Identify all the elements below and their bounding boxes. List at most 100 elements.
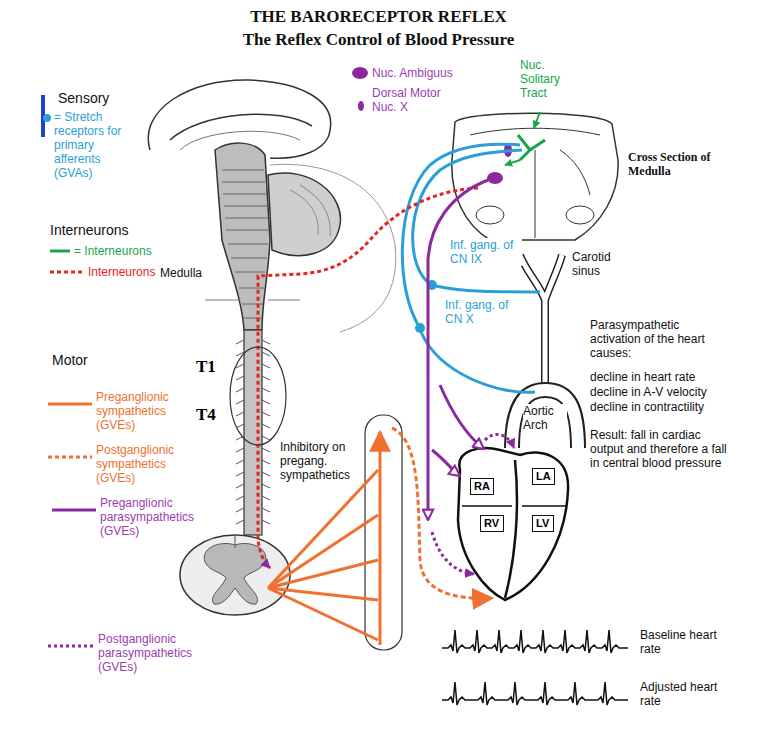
legend-text: = Interneurons (74, 244, 152, 258)
trace-label: Baseline heart rate (640, 628, 720, 656)
spinal-cord-section (235, 535, 236, 548)
structure-label: Medulla (160, 266, 202, 280)
sensory-nerves (421, 332, 535, 392)
brain-sagittal (268, 173, 340, 256)
nucleus-symbols (518, 135, 545, 160)
ecg-traces (442, 630, 628, 705)
pathway-note: Inhibitory on pregang. sympathetics (280, 440, 360, 482)
nucleus-symbols (505, 160, 520, 165)
nucleus-symbols (534, 112, 540, 128)
effect-item: decline in A-V velocity (590, 385, 707, 399)
medulla-section (452, 113, 618, 240)
spinal-cord-section (180, 535, 290, 615)
heart-chamber: LV (532, 515, 554, 532)
spinal-cord (236, 340, 270, 524)
sensory-nerves (402, 144, 540, 392)
sensory-nerves (436, 286, 540, 292)
heart-chamber: RA (470, 478, 494, 495)
chamber-label: RV (484, 517, 500, 530)
medulla-section (452, 113, 618, 240)
nucleus-label: Nuc. Solitary Tract (520, 58, 582, 100)
legend-samples (52, 509, 96, 512)
nucleus-symbols (352, 67, 368, 79)
parasympathetic-nerves (427, 380, 430, 520)
spinal-cord-section (204, 544, 266, 605)
parasympathetic-nerves (428, 180, 488, 380)
brain-sagittal (148, 80, 395, 332)
heart-chamber: RV (480, 515, 504, 532)
medulla-section (476, 206, 504, 224)
legend-samples (48, 403, 92, 406)
vessels (512, 390, 578, 450)
legend-text: Preganglionic sympathetics (GVEs) (96, 390, 188, 432)
brain-sagittal (205, 300, 300, 301)
chamber-label: LA (536, 470, 551, 483)
legend-samples (50, 271, 84, 274)
interneuron-path (258, 188, 478, 568)
ganglion-label: Inf. gang. of CN X (445, 298, 517, 326)
spinal-cord (236, 330, 270, 535)
subtitle: The Reflex Control of Blood Pressure (0, 30, 757, 50)
parasympathetic-nerves (485, 434, 514, 448)
heart (458, 448, 568, 600)
legend-text: Postganglionic sympathetics (GVEs) (96, 443, 193, 485)
effect-note: Parasympathetic activation of the heart … (590, 318, 725, 360)
sympathetic-chain (268, 415, 492, 650)
effect-item: decline in contractility (590, 400, 704, 414)
legend-heading: Interneurons (50, 222, 129, 238)
nucleus-label: Dorsal Motor Nuc. X (372, 86, 454, 114)
vessels (520, 255, 562, 392)
legend-text: Postganglionic parasympathetics (GVEs) (98, 632, 200, 674)
structure-label: Carotid sinus (572, 250, 627, 278)
heart (458, 448, 568, 600)
legend-text: Preganglionic parasympathetics (GVEs) (100, 496, 202, 538)
legend-heading: Sensory (58, 90, 109, 106)
sensory-nerves (415, 323, 425, 333)
ganglion-label: Inf. gang. of CN IX (450, 238, 522, 266)
diagram-title: THE BARORECEPTOR REFLEX (0, 7, 757, 27)
chamber-label: LV (536, 517, 550, 530)
brain-sagittal (290, 185, 330, 236)
effect-item: decline in heart rate (590, 370, 695, 384)
brain-sagittal (222, 170, 269, 318)
heart (462, 505, 566, 507)
legend-text: = Stretch receptors for primary afferent… (54, 110, 138, 180)
ecg-traces (442, 682, 628, 705)
parasympathetic-nerves (440, 385, 484, 449)
result-note: Result: fall in cardiac output and there… (590, 428, 732, 470)
spinal-cord-section (180, 535, 290, 615)
sympathetic-chain (392, 428, 492, 598)
ecg-traces (442, 630, 628, 653)
sympathetic-chain (268, 470, 378, 640)
structure-label: Aortic Arch (523, 404, 567, 432)
heart-chamber: LA (532, 468, 555, 485)
brain-sagittal (270, 164, 396, 332)
medulla-section (566, 206, 594, 224)
legend-samples (48, 645, 94, 648)
spinal-level-ellipse: T1T4 (196, 345, 288, 447)
trace-label: Adjusted heart rate (640, 680, 720, 708)
legend-samples (48, 456, 92, 459)
ellipse-outline (230, 347, 286, 445)
chamber-label: RA (474, 480, 490, 493)
sympathetic-chain (379, 432, 382, 645)
section-label: Cross Section of Medulla (628, 150, 746, 178)
legend-text: Interneurons (88, 265, 155, 279)
spinal-level-label: T4 (196, 405, 216, 425)
brain-sagittal (215, 143, 270, 330)
spinal-level-label: T1 (196, 357, 216, 377)
nucleus-symbols (358, 101, 364, 111)
nucleus-symbols (487, 172, 503, 184)
parasympathetic-nerves (432, 450, 460, 476)
medulla-section (535, 150, 536, 238)
nucleus-label: Nuc. Ambiguus (372, 66, 453, 80)
sympathetic-chain (365, 415, 402, 650)
medulla-section (470, 128, 600, 135)
legend-samples (50, 250, 70, 253)
sensory-nerves (402, 144, 520, 328)
parasympathetic-nerves (432, 532, 474, 574)
interneuron-path (258, 188, 478, 568)
legend-samples (43, 114, 51, 122)
legend-heading: Motor (52, 352, 88, 368)
